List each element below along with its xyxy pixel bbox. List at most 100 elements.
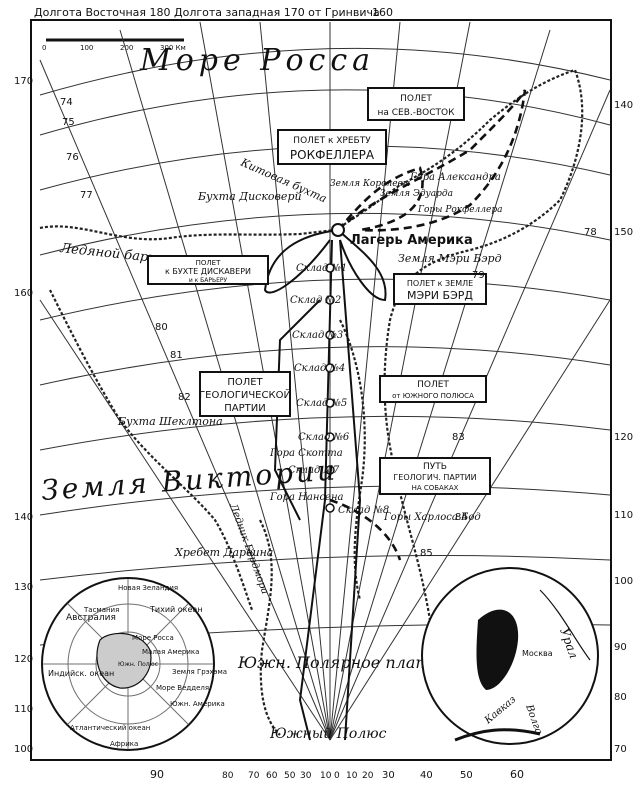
svg-text:60: 60 [510, 768, 524, 781]
depot-markers [325, 223, 345, 513]
svg-text:50: 50 [460, 770, 473, 781]
svg-text:110: 110 [614, 510, 633, 521]
svg-text:40: 40 [420, 770, 433, 781]
svg-text:74: 74 [60, 97, 73, 108]
svg-text:Австралия: Австралия [66, 613, 116, 623]
south-pole-label: Южный Полюс [269, 726, 387, 742]
svg-text:84: 84 [455, 512, 468, 523]
depot-2: Склад №2 [290, 295, 341, 306]
scale-tick-100: 100 [80, 44, 93, 52]
inset-russia: Урал Москва Волга Кавказ [421, 567, 599, 745]
inset-globe: Новая Зеландия Тасмания Австралия Тихий … [41, 577, 227, 751]
svg-text:0: 0 [334, 771, 340, 781]
svg-text:100: 100 [14, 744, 33, 755]
depot-3: Склад №3 [292, 330, 343, 341]
svg-text:Тихий океан: Тихий океан [149, 605, 203, 614]
svg-text:81: 81 [170, 350, 183, 361]
scale-bar: 0 100 200 300 Км [42, 38, 186, 52]
svg-text:ПОЛЕТ: ПОЛЕТ [227, 377, 263, 388]
harlosa-label: Горы Харлоса Бод [383, 512, 481, 523]
svg-text:Африка: Африка [110, 740, 138, 748]
svg-text:150: 150 [614, 227, 633, 238]
svg-text:Южн. Америка: Южн. Америка [170, 700, 225, 708]
route-pole-return [339, 239, 362, 741]
svg-text:ПОЛЕТ: ПОЛЕТ [400, 94, 432, 104]
svg-text:Море Росса: Море Росса [132, 634, 174, 642]
svg-text:85: 85 [420, 548, 433, 559]
svg-text:79: 79 [472, 270, 485, 281]
svg-text:160: 160 [14, 288, 33, 299]
ross-sea-label: Море Росса [139, 43, 375, 78]
queen-land-label: Земля Королевы [330, 179, 410, 189]
route-mary-byrd [337, 229, 387, 302]
svg-text:на СЕВ.-ВОСТОК: на СЕВ.-ВОСТОК [377, 108, 455, 118]
rockefeller-label: Горы Рокфеллера [417, 205, 502, 215]
map-frame [30, 19, 612, 761]
svg-text:140: 140 [614, 100, 633, 111]
svg-text:Море Ведделя: Море Ведделя [156, 684, 209, 692]
svg-text:75: 75 [62, 117, 75, 128]
svg-text:80: 80 [155, 322, 168, 333]
polar-plateau-label: Южн. Полярное плато [237, 653, 440, 672]
svg-text:70: 70 [248, 771, 260, 781]
svg-text:60: 60 [266, 771, 278, 781]
svg-text:120: 120 [614, 432, 633, 443]
svg-text:120: 120 [14, 654, 33, 665]
svg-text:МЭРИ БЭРД: МЭРИ БЭРД [407, 289, 473, 302]
svg-text:Москва: Москва [522, 649, 553, 658]
right-longitude-labels: 140 150 130 120 110 100 90 80 70 [614, 100, 633, 755]
svg-text:110: 110 [14, 704, 33, 715]
svg-text:ПОЛЕТ: ПОЛЕТ [196, 259, 221, 267]
box-discovery: ПОЛЕТ к БУХТЕ ДИСКАВЕРИ и к БАРЬЕРУ [147, 255, 269, 285]
darwin-range-label: Хребет Дарвина [174, 546, 273, 559]
svg-text:90: 90 [614, 642, 627, 653]
svg-text:30: 30 [300, 771, 312, 781]
box-geological: ПОЛЕТ ГЕОЛОГИЧЕСКОЙ ПАРТИИ [199, 371, 291, 417]
svg-text:от ЮЖНОГО ПОЛЮСА: от ЮЖНОГО ПОЛЮСА [392, 392, 474, 400]
svg-text:100: 100 [614, 576, 633, 587]
svg-text:ПОЛЕТ к ХРЕБТУ: ПОЛЕТ к ХРЕБТУ [293, 136, 371, 146]
mt-scott-label: Гора Скотта [269, 448, 343, 459]
svg-text:Южн. Полюс: Южн. Полюс [118, 661, 158, 668]
route-discovery [263, 229, 339, 294]
svg-text:ПУТЬ: ПУТЬ [423, 462, 447, 472]
svg-text:10: 10 [320, 771, 332, 781]
scale-tick-200: 200 [120, 44, 133, 52]
svg-text:30: 30 [382, 770, 395, 781]
svg-text:50: 50 [284, 771, 296, 781]
bottom-longitude-labels: 90 80 70 60 50 30 10 0 10 20 30 40 50 60 [150, 768, 524, 781]
depot-1: Склад №1 [296, 263, 347, 274]
left-longitude-labels: 170 160 150 140 130 120 110 100 [14, 76, 33, 755]
svg-text:Малая Америка: Малая Америка [142, 648, 199, 656]
alexandra-label: Гора Александра [409, 172, 501, 183]
svg-text:Тасмания: Тасмания [83, 606, 119, 614]
svg-text:Индийск. океан: Индийск. океан [48, 669, 114, 678]
depot-5: Склад №5 [296, 398, 347, 409]
depot-7: Склад №7 [288, 465, 340, 476]
mt-nansen-label: Гора Нансена [269, 492, 344, 503]
box-dogs: ПУТЬ ГЕОЛОГИЧ. ПАРТИИ НА СОБАКАХ [379, 457, 491, 495]
svg-text:РОКФЕЛЛЕРА: РОКФЕЛЛЕРА [290, 148, 375, 162]
svg-text:170: 170 [14, 76, 33, 87]
svg-text:ПОЛЕТ к ЗЕМЛЕ: ПОЛЕТ к ЗЕМЛЕ [407, 279, 473, 288]
svg-text:к БУХТЕ ДИСКАВЕРИ: к БУХТЕ ДИСКАВЕРИ [165, 267, 251, 276]
depot-8: Склад №8 [338, 505, 389, 516]
scale-tick-0: 0 [42, 44, 46, 52]
svg-text:78: 78 [584, 227, 597, 238]
svg-text:и к БАРЬЕРУ: и к БАРЬЕРУ [189, 277, 228, 284]
svg-text:ГЕОЛОГИЧЕСКОЙ: ГЕОЛОГИЧЕСКОЙ [199, 388, 291, 401]
mary-byrd-land-label: Земля Мэри Бэрд [398, 252, 502, 265]
route-rockefeller [337, 166, 424, 232]
box-northeast: ПОЛЕТ на СЕВ.-ВОСТОК [367, 87, 465, 121]
header-title: Долгота Восточная 180 Долгота западная 1… [34, 6, 380, 19]
svg-text:ПАРТИИ: ПАРТИИ [224, 403, 265, 414]
svg-text:76: 76 [66, 152, 79, 163]
edward-land-label: Земля Эдуарда [380, 189, 453, 199]
box-mary-byrd: ПОЛЕТ к ЗЕМЛЕ МЭРИ БЭРД [393, 273, 487, 305]
svg-text:20: 20 [362, 771, 374, 781]
svg-text:77: 77 [80, 190, 93, 201]
scale-tick-300: 300 Км [160, 44, 186, 52]
flight-routes [263, 89, 527, 741]
box-from-pole: ПОЛЕТ от ЮЖНОГО ПОЛЮСА [379, 375, 487, 403]
